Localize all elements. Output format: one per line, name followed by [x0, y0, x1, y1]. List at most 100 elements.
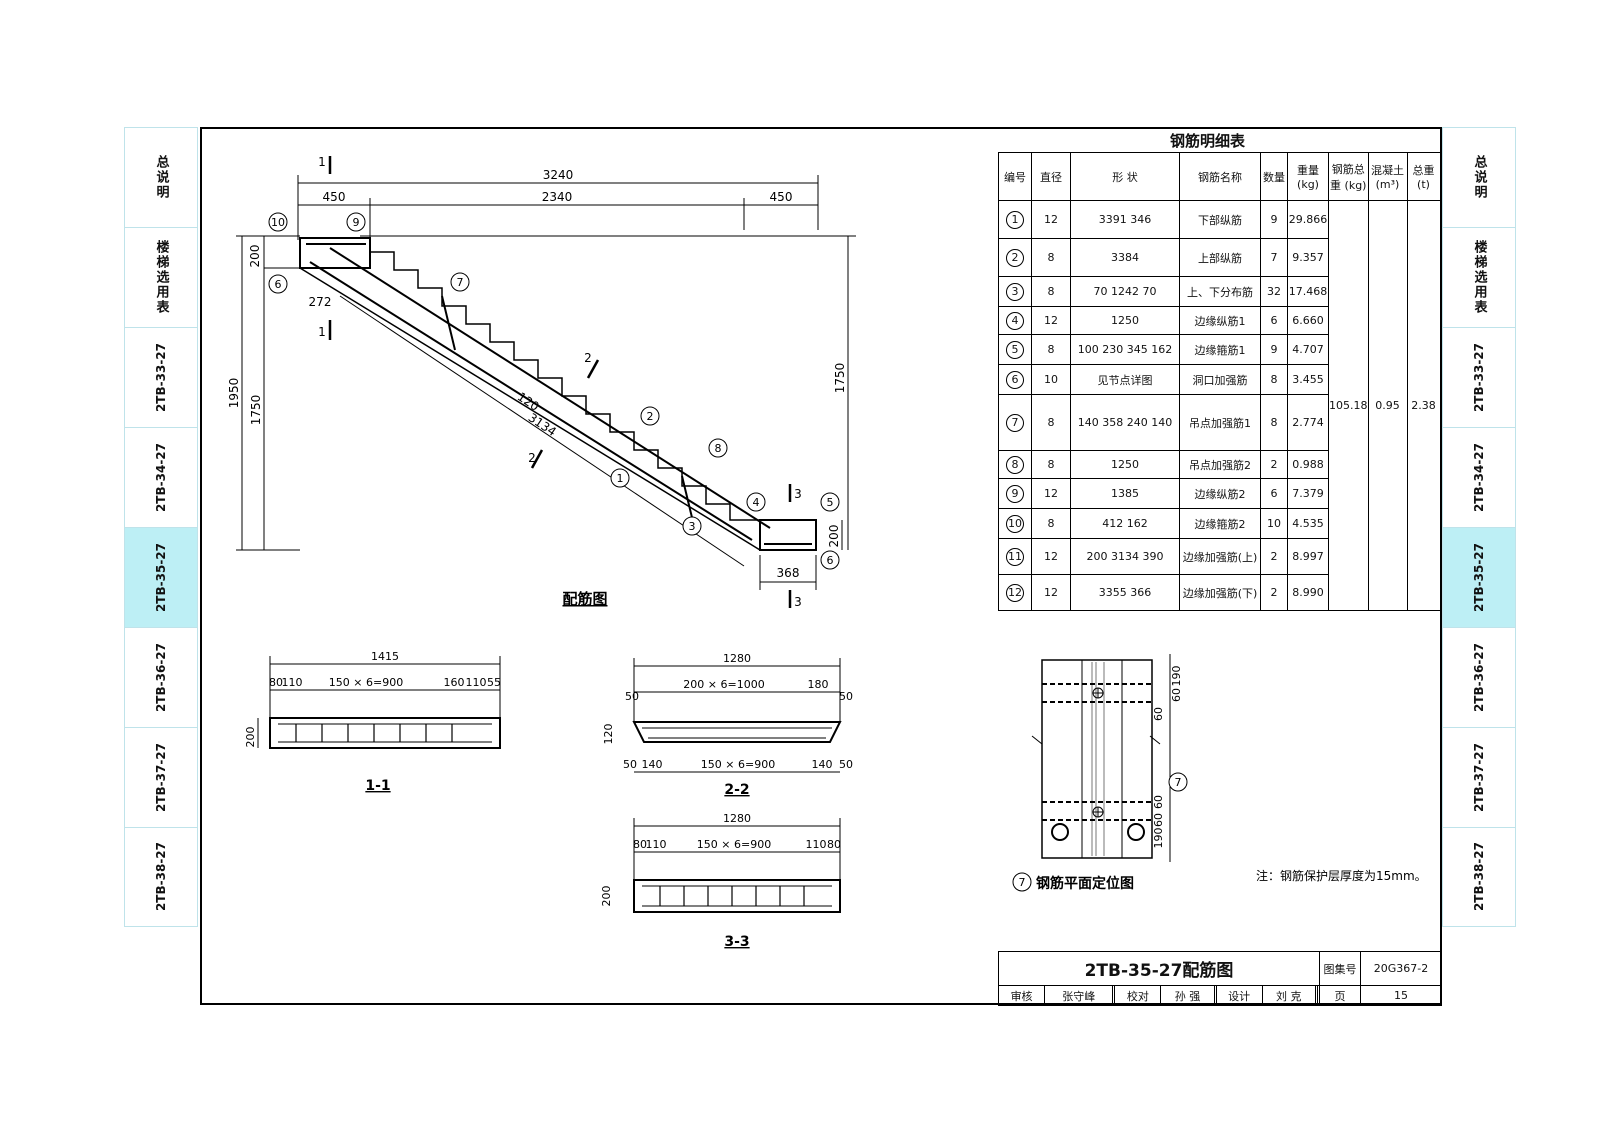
section-1-label: 1-1 — [365, 778, 390, 794]
callout-3: 3 — [689, 520, 696, 533]
check-label: 校对 — [1114, 985, 1162, 1006]
plan-caption: 钢筋平面定位图 — [1036, 875, 1134, 892]
rebar-quantity: 8 — [1260, 394, 1288, 451]
rebar-no: 10 — [998, 508, 1032, 539]
rebar-diameter: 12 — [1031, 574, 1071, 611]
tab-2tb-34-right[interactable]: 2TB-34-27 — [1442, 427, 1516, 527]
rebar-weight: 8.990 — [1287, 574, 1329, 611]
checker-name: 孙 强 — [1160, 985, 1215, 1006]
rebar-no: 3 — [998, 276, 1032, 307]
s3-dim-200: 200 — [600, 886, 613, 907]
s2-dim-50d: 50 — [839, 758, 853, 771]
tab-2tb-38-right[interactable]: 2TB-38-27 — [1442, 827, 1516, 927]
rebar-shape: 70 1242 70 — [1070, 276, 1180, 307]
tab-2tb-33[interactable]: 2TB-33-27 — [124, 327, 198, 427]
s1-dim-900: 150 × 6=900 — [329, 676, 403, 689]
rebar-quantity: 32 — [1260, 276, 1288, 307]
atlas-label: 图集号 — [1319, 951, 1361, 986]
rebar-name: 边缘纵筋2 — [1179, 478, 1261, 509]
s1-dim-80: 80 — [269, 676, 283, 689]
review-label: 审核 — [997, 985, 1046, 1006]
callout-5: 5 — [827, 496, 834, 509]
s1-dim-55: 55 — [487, 676, 501, 689]
tab-general[interactable]: 总说明 — [124, 127, 198, 227]
rebar-number-circle: 6 — [1006, 370, 1024, 389]
right-side-tabs: 总说明 楼梯选用表 2TB-33-27 2TB-34-27 2TB-35-27 … — [1442, 127, 1516, 927]
callout-6-top: 6 — [275, 278, 282, 291]
tab-selection-right[interactable]: 楼梯选用表 — [1442, 227, 1516, 327]
rebar-quantity: 6 — [1260, 306, 1288, 335]
dim-200-bottom: 200 — [827, 525, 841, 548]
tab-2tb-34[interactable]: 2TB-34-27 — [124, 427, 198, 527]
rebar-weight: 6.660 — [1287, 306, 1329, 335]
s3-dim-80b: 80 — [827, 838, 841, 851]
section-mark-3-bottom: 3 — [794, 595, 802, 609]
rebar-diameter: 12 — [1031, 200, 1071, 239]
rebar-quantity: 9 — [1260, 334, 1288, 365]
rebar-name: 吊点加强筋1 — [1179, 394, 1261, 451]
rebar-no: 8 — [998, 450, 1032, 479]
plan-dim-190-top: 190 — [1170, 666, 1183, 687]
rebar-number-circle: 7 — [1006, 413, 1024, 432]
rebar-name: 洞口加强筋 — [1179, 364, 1261, 395]
rebar-no: 6 — [998, 364, 1032, 395]
s2-dim-50a: 50 — [625, 690, 639, 703]
tab-2tb-37[interactable]: 2TB-37-27 — [124, 727, 198, 827]
rebar-weight: 4.535 — [1287, 508, 1329, 539]
rebar-weight: 7.379 — [1287, 478, 1329, 509]
tab-2tb-36[interactable]: 2TB-36-27 — [124, 627, 198, 727]
s3-dim-900: 150 × 6=900 — [697, 838, 771, 851]
rebar-number-circle: 5 — [1006, 340, 1024, 359]
s3-dim-110b: 110 — [806, 838, 827, 851]
plan-dim-60-a: 60 — [1170, 688, 1183, 702]
tab-2tb-38[interactable]: 2TB-38-27 — [124, 827, 198, 927]
rebar-diameter: 12 — [1031, 478, 1071, 509]
section-2-label: 2-2 — [724, 782, 749, 798]
tab-2tb-33-right[interactable]: 2TB-33-27 — [1442, 327, 1516, 427]
tab-selection[interactable]: 楼梯选用表 — [124, 227, 198, 327]
s3-dim-110a: 110 — [646, 838, 667, 851]
section-mark-2-top: 2 — [584, 351, 592, 365]
rebar-diameter: 12 — [1031, 306, 1071, 335]
rebar-shape: 100 230 345 162 — [1070, 334, 1180, 365]
rebar-number-circle: 10 — [1006, 514, 1024, 533]
rebar-quantity: 9 — [1260, 200, 1288, 239]
rebar-number-circle: 3 — [1006, 282, 1024, 301]
rebar-plan-location-drawing: 190 60 60 60 60 190 7 7 钢筋平面定位图 注：钢筋保护层厚… — [1012, 654, 1427, 892]
th-concrete: 混凝土 (m³) — [1367, 152, 1408, 201]
rebar-quantity: 2 — [1260, 574, 1288, 611]
atlas-number: 20G367-2 — [1360, 951, 1442, 986]
callout-6-bottom: 6 — [827, 554, 834, 567]
tab-2tb-37-right[interactable]: 2TB-37-27 — [1442, 727, 1516, 827]
s2-dim-1000: 200 × 6=1000 — [683, 678, 764, 691]
rebar-no: 12 — [998, 574, 1032, 611]
section-mark-3-top: 3 — [794, 487, 802, 501]
callout-1: 1 — [617, 472, 624, 485]
rebar-no: 9 — [998, 478, 1032, 509]
tab-2tb-36-right[interactable]: 2TB-36-27 — [1442, 627, 1516, 727]
s2-dim-50c: 50 — [623, 758, 637, 771]
tab-2tb-35-right[interactable]: 2TB-35-27 — [1442, 527, 1516, 627]
plan-dim-60-c: 60 — [1152, 795, 1165, 809]
drawing-title: 2TB-35-27配筋图 — [998, 951, 1320, 986]
rebar-elevation-drawing: 3240 450 2340 450 200 272 1950 1750 1750… — [227, 155, 856, 950]
left-side-tabs: 总说明 楼梯选用表 2TB-33-27 2TB-34-27 2TB-35-27 … — [124, 127, 198, 927]
dim-2340: 2340 — [542, 190, 573, 204]
rebar-no: 7 — [998, 394, 1032, 451]
spacer-cell — [1316, 985, 1321, 1006]
rebar-quantity: 2 — [1260, 450, 1288, 479]
section-mark-2-bottom: 2 — [528, 451, 536, 465]
rebar-quantity: 2 — [1260, 538, 1288, 575]
rebar-weight: 17.468 — [1287, 276, 1329, 307]
tab-2tb-35[interactable]: 2TB-35-27 — [124, 527, 198, 627]
tab-general-right[interactable]: 总说明 — [1442, 127, 1516, 227]
rebar-shape: 200 3134 390 — [1070, 538, 1180, 575]
page-number: 15 — [1360, 985, 1442, 1006]
rebar-shape: 3384 — [1070, 238, 1180, 277]
